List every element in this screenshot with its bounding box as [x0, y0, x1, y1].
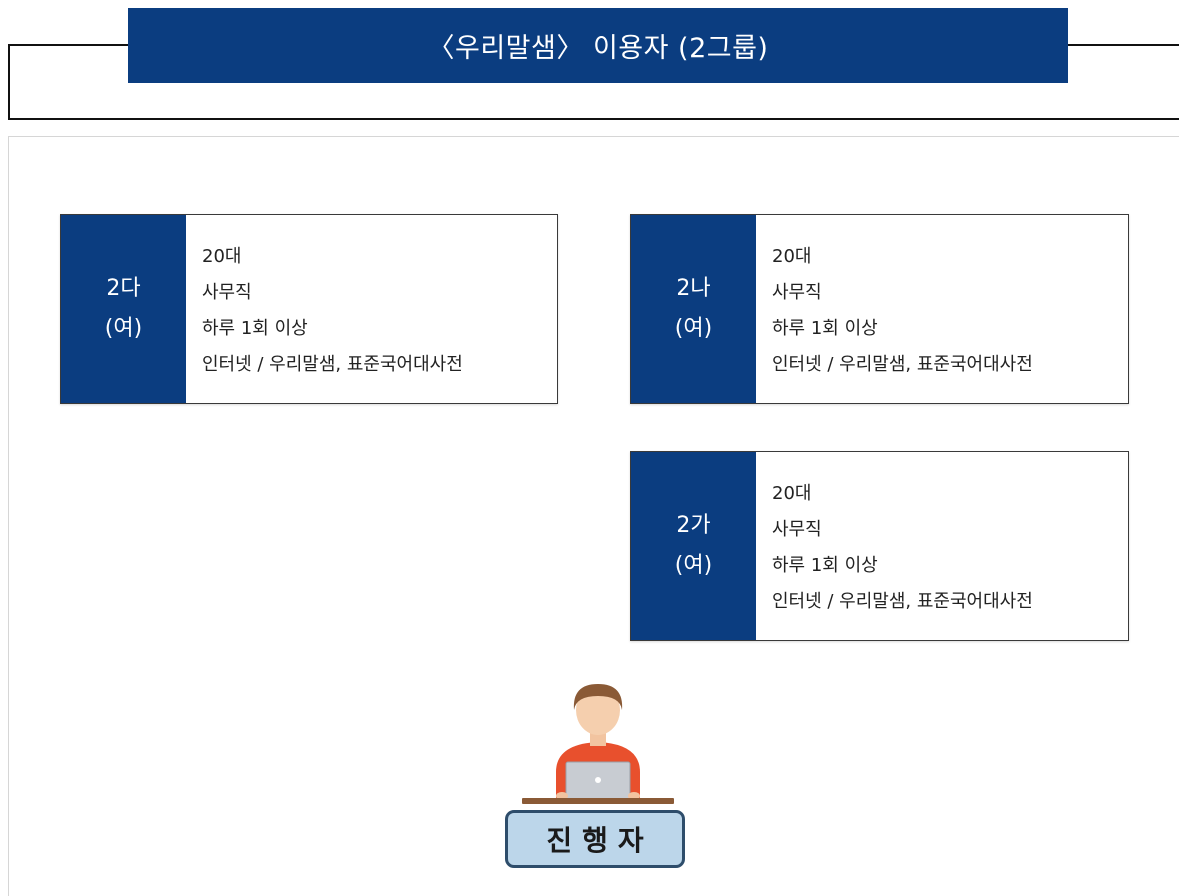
user-occupation: 사무직	[772, 282, 822, 303]
user-card-2ga: 2가 (여) 20대 사무직 하루 1회 이상 인터넷 / 우리말샘, 표준국어…	[630, 451, 1129, 641]
user-details: 20대 사무직 하루 1회 이상 인터넷 / 우리말샘, 표준국어대사전	[772, 476, 1033, 620]
user-id: 2가	[676, 513, 711, 538]
user-id: 2나	[676, 276, 711, 301]
user-id-block: 2다 (여)	[61, 215, 186, 403]
user-details: 20대 사무직 하루 1회 이상 인터넷 / 우리말샘, 표준국어대사전	[202, 239, 463, 383]
user-frequency: 하루 1회 이상	[202, 318, 308, 339]
user-frequency: 하루 1회 이상	[772, 555, 878, 576]
user-id-block: 2나 (여)	[631, 215, 756, 403]
user-access: 인터넷 / 우리말샘, 표준국어대사전	[772, 354, 1033, 375]
user-frequency: 하루 1회 이상	[772, 318, 878, 339]
user-access: 인터넷 / 우리말샘, 표준국어대사전	[772, 591, 1033, 612]
user-gender: (여)	[674, 553, 713, 578]
user-card-2na: 2나 (여) 20대 사무직 하루 1회 이상 인터넷 / 우리말샘, 표준국어…	[630, 214, 1129, 404]
user-age: 20대	[772, 483, 812, 504]
user-id-block: 2가 (여)	[631, 452, 756, 640]
user-details: 20대 사무직 하루 1회 이상 인터넷 / 우리말샘, 표준국어대사전	[772, 239, 1033, 383]
person-at-laptop-icon	[522, 684, 674, 804]
user-card-2da: 2다 (여) 20대 사무직 하루 1회 이상 인터넷 / 우리말샘, 표준국어…	[60, 214, 558, 404]
user-age: 20대	[202, 246, 242, 267]
page-title: 〈우리말샘〉 이용자 (2그룹)	[128, 8, 1068, 83]
user-age: 20대	[772, 246, 812, 267]
user-gender: (여)	[104, 316, 143, 341]
user-id: 2다	[106, 276, 141, 301]
user-occupation: 사무직	[202, 282, 252, 303]
presenter-label: 진행자	[505, 810, 685, 868]
user-gender: (여)	[674, 316, 713, 341]
user-access: 인터넷 / 우리말샘, 표준국어대사전	[202, 354, 463, 375]
user-occupation: 사무직	[772, 519, 822, 540]
